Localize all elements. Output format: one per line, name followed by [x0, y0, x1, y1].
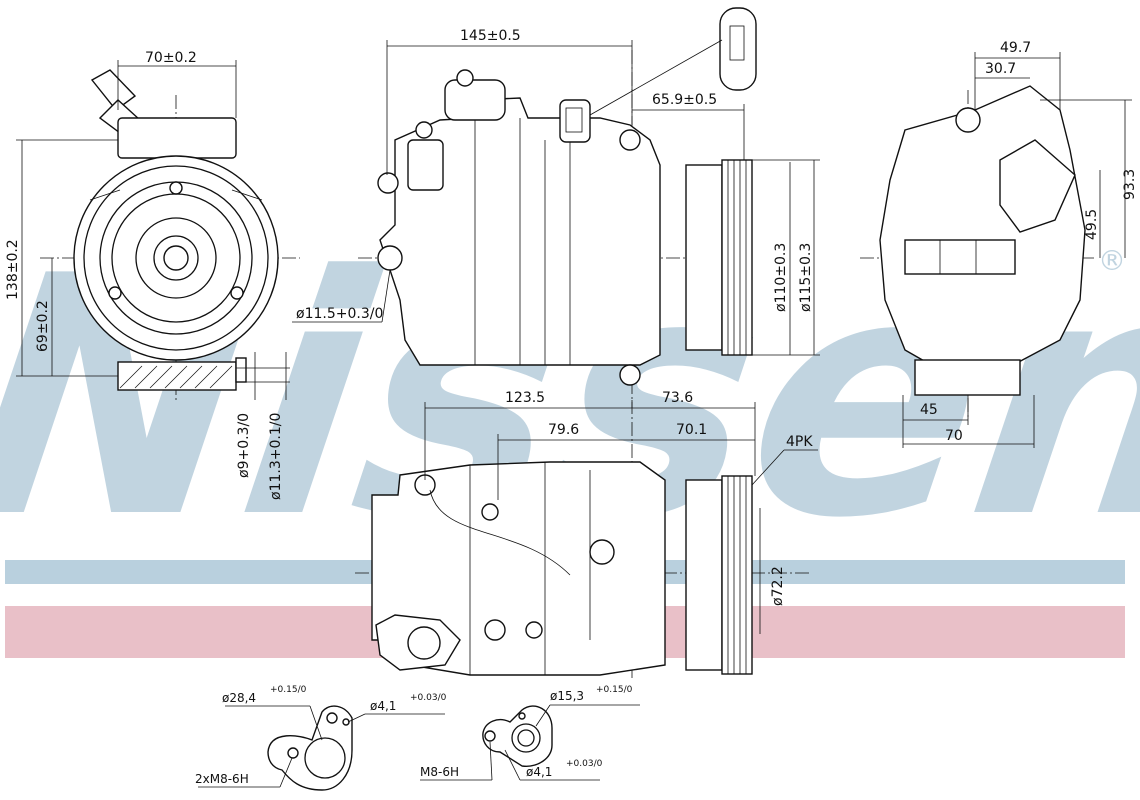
dim-pulley-110: ø110±0.3	[773, 243, 789, 312]
svg-text:®: ®	[1098, 244, 1126, 277]
dim-belt-4pk: 4PK	[786, 434, 813, 450]
dim-bottom-79-6: 79.6	[548, 422, 579, 438]
port-detail-2: ø15,3 +0.15/0 M8-6H ø4,1 +0.03/0	[420, 685, 640, 781]
port1-pin: ø4,1	[370, 699, 396, 713]
port2-pin-tol: +0.03/0	[566, 759, 603, 769]
port-detail-1: ø28,4 +0.15/0 ø4,1 +0.03/0 2xM8-6H	[195, 685, 447, 791]
dim-mount-hole: ø11.5+0.3/0	[296, 306, 383, 322]
dim-side-70: 70	[945, 428, 963, 444]
port2-bore-tol: +0.15/0	[596, 685, 633, 695]
dim-overall-length: 145±0.5	[460, 28, 521, 44]
dim-side-45: 45	[920, 402, 938, 418]
dim-front-height: 138±0.2	[5, 239, 21, 300]
bottom-view: 123.5 73.6 79.6 70.1 4PK ø72.2	[355, 390, 818, 680]
dim-side-30-7: 30.7	[985, 61, 1016, 77]
dim-bore-9: ø9+0.3/0	[236, 413, 252, 478]
dim-front-width: 70±0.2	[145, 50, 197, 66]
port2-pin: ø4,1	[526, 765, 552, 779]
port1-thread: 2xM8-6H	[195, 772, 249, 786]
dim-side-93-3: 93.3	[1122, 169, 1138, 200]
dim-bottom-73-6: 73.6	[662, 390, 693, 406]
top-view: 145±0.5 65.9±0.5 ø11.5+0.3/0 ø110±0.3 ø1…	[292, 7, 820, 408]
dim-pulley-72-2: ø72.2	[770, 566, 786, 606]
dim-pulley-offset: 65.9±0.5	[652, 92, 717, 108]
dim-side-49-5: 49.5	[1084, 209, 1100, 240]
front-view: 70±0.2 138±0.2 69±0.2 ø9+0.3/0 ø11.3+0.1…	[5, 50, 300, 500]
dim-side-49-7: 49.7	[1000, 40, 1031, 56]
port1-pin-tol: +0.03/0	[410, 693, 447, 703]
dim-bore-11-3: ø11.3+0.1/0	[268, 413, 284, 500]
port2-thread: M8-6H	[420, 765, 459, 779]
port1-bore-tol: +0.15/0	[270, 685, 307, 695]
port1-bore: ø28,4	[222, 691, 256, 705]
dim-pulley-115: ø115±0.3	[798, 243, 814, 312]
side-view: 49.7 30.7 93.3 49.5 45 70	[860, 40, 1138, 448]
dim-bottom-123-5: 123.5	[505, 390, 545, 406]
port2-bore: ø15,3	[550, 689, 584, 703]
dim-bottom-70-1: 70.1	[676, 422, 707, 438]
dim-front-mount: 69±0.2	[35, 300, 51, 352]
